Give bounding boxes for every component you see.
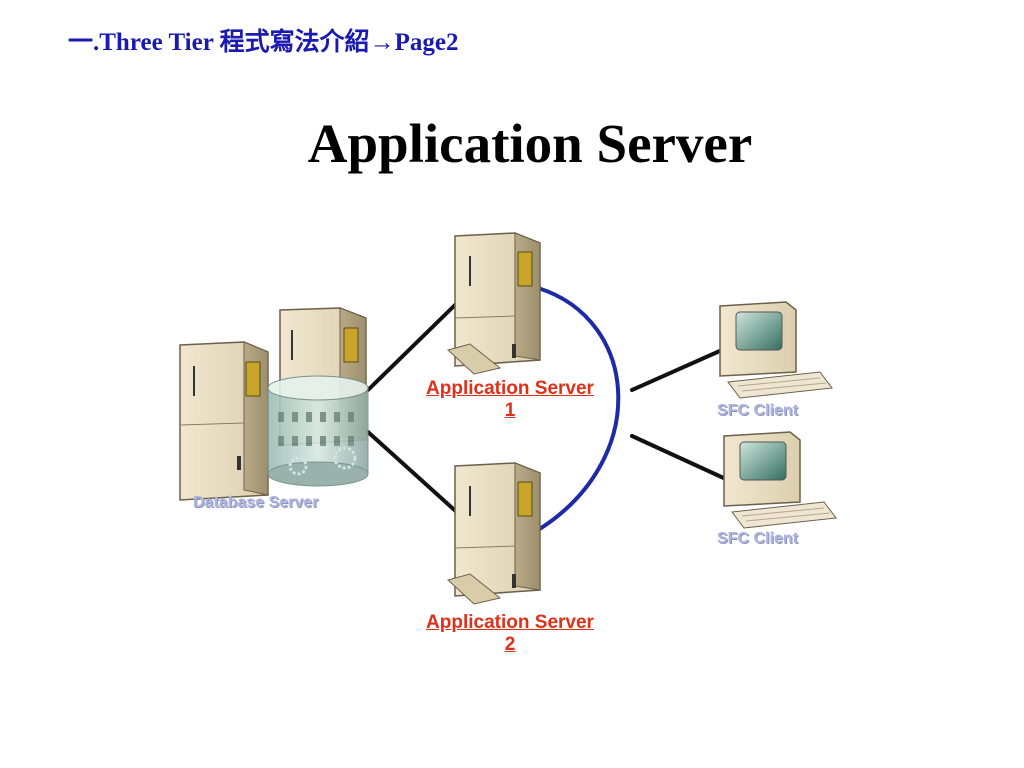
database-cylinder-icon [267,375,369,487]
slide-title: Application Server [307,113,753,174]
app-server-1-label: Application Server 1 [402,378,618,422]
network-connectors [366,303,730,517]
app-server-2-label-line1: Application Server [426,612,594,633]
app-server-1-label-line1: Application Server [426,378,594,399]
app-server-2-label-line2: 2 [504,634,516,655]
slide-header: 一.Three Tier 程式寫法介紹→Page2 [68,22,459,58]
header-page: Page2 [394,29,459,56]
cluster-arc [536,286,621,532]
app-server-2-icon [446,462,541,605]
app-server-2-label: Application Server 2 [402,612,618,656]
sfc-client-2-icon [723,431,837,529]
header-text: 一.Three Tier 程式寫法介紹 [68,29,370,56]
app-server-1-icon [446,232,541,375]
sfc-client-1-icon [719,301,833,399]
sfc-client-2-label: SFC Client [717,530,798,547]
database-server-label: Database Server [193,494,319,511]
sfc-client-1-label: SFC Client [717,402,798,419]
app-server-1-label-line2: 1 [504,400,516,421]
db-tower-front [179,341,269,501]
right-arrow-icon: → [369,29,395,56]
